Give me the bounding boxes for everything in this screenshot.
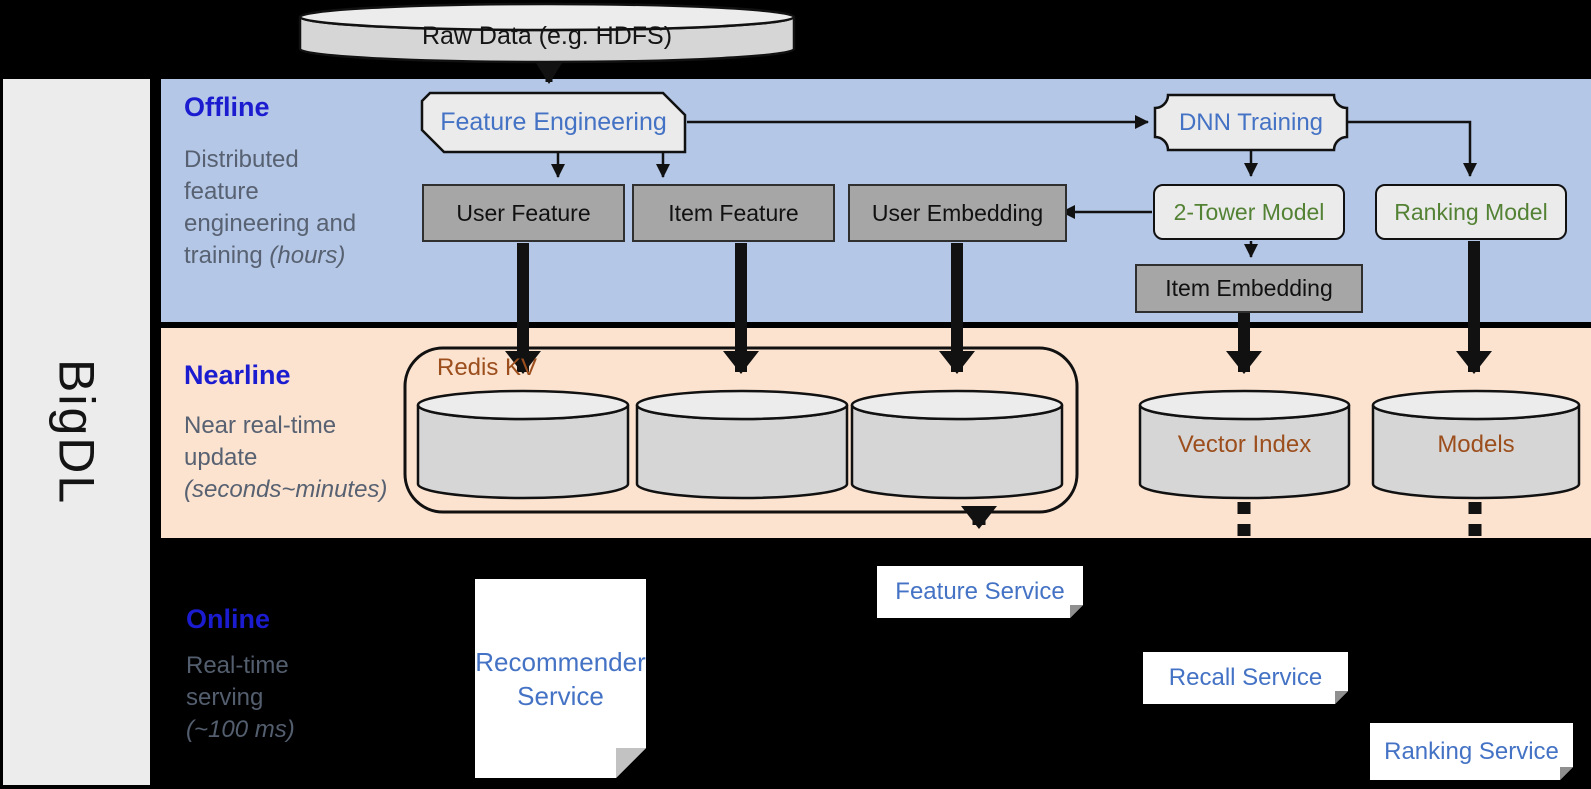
two-tower-model-box: 2-Tower Model [1153, 184, 1345, 240]
offline-section-desc: Distributed feature engineering and trai… [184, 144, 356, 272]
offline-desc-em: (hours) [269, 242, 346, 269]
online-section-title: Online [186, 604, 271, 634]
recall-service-box: Recall Service [1143, 652, 1348, 704]
ranking-service-box: Ranking Service [1370, 723, 1573, 780]
bigdl-logo-text: BigDL [48, 358, 105, 506]
feature-engineering-label: Feature Engineering [440, 108, 667, 136]
vector-index-label: Vector Index [1177, 431, 1312, 458]
user-feature-box: User Feature [422, 184, 625, 242]
offline-desc-line: feature [184, 178, 259, 205]
redis-kv-label: Redis KV [437, 354, 538, 381]
offline-desc-line: training (hours) [184, 240, 356, 272]
redis-cylinder-3 [850, 389, 1064, 500]
nearline-desc-line: Near real-time [184, 412, 337, 439]
offline-desc-tail: training [184, 242, 270, 269]
item-embedding-box: Item Embedding [1135, 264, 1363, 313]
offline-section-title: Offline [184, 92, 270, 122]
nearline-desc-em: (seconds~minutes) [184, 476, 388, 503]
raw-data-label: Raw Data (e.g. HDFS) [421, 21, 673, 50]
dnn-training-shape [1153, 93, 1349, 152]
bigdl-sidebar: BigDL [3, 79, 150, 785]
dnn-training-label: DNN Training [1178, 108, 1324, 136]
models-label: Models [1437, 431, 1515, 458]
offline-desc-line: engineering and [184, 210, 357, 237]
raw-data-cylinder [298, 2, 796, 64]
online-section-desc: Real-time serving (~100 ms) [186, 650, 295, 746]
user-embedding-box: User Embedding [848, 184, 1067, 242]
online-desc-line: serving [186, 684, 264, 711]
arrow-dnn-to-ranking-model [1348, 120, 1477, 177]
nearline-desc-line: update [184, 444, 258, 471]
models-cylinder [1371, 389, 1581, 500]
online-desc-em: (~100 ms) [186, 716, 295, 743]
nearline-section-title: Nearline [184, 360, 291, 390]
ranking-model-box: Ranking Model [1375, 184, 1567, 240]
item-feature-box: Item Feature [632, 184, 835, 242]
feature-engineering-shape [420, 91, 687, 154]
nearline-section-desc: Near real-time update (seconds~minutes) [184, 410, 387, 506]
offline-desc-line: Distributed [184, 146, 299, 173]
vector-index-cylinder [1138, 389, 1351, 500]
redis-cylinder-2 [635, 389, 849, 500]
feature-service-box: Feature Service [877, 566, 1083, 618]
online-desc-line: Real-time [186, 652, 289, 679]
redis-cylinder-1 [416, 389, 630, 500]
recommender-service-document: Recommender Service [475, 579, 646, 778]
